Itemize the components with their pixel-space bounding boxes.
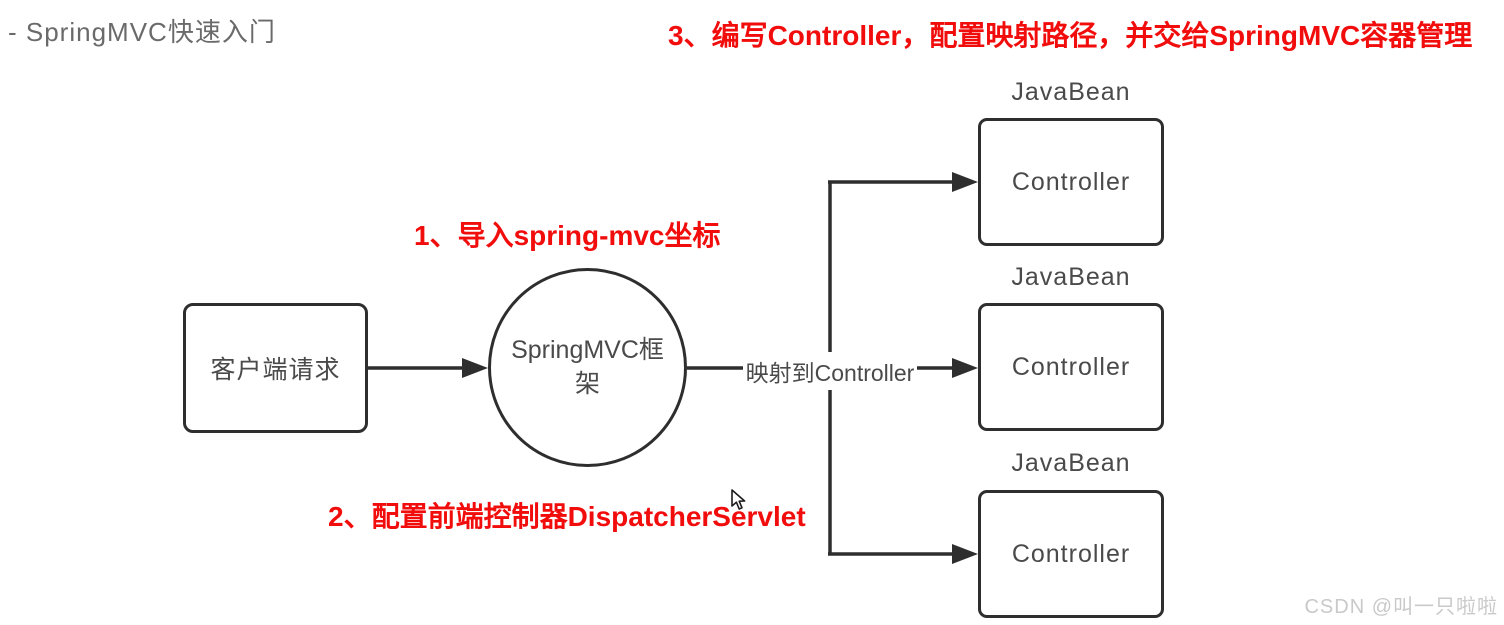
- annotation-step2: 2、配置前端控制器DispatcherServlet: [328, 501, 806, 532]
- springmvc-framework-label: SpringMVC框架: [511, 335, 664, 398]
- annotation-step1: 1、导入spring-mvc坐标: [414, 220, 721, 251]
- client-request-box: 客户端请求: [183, 303, 368, 433]
- controller-label-1: Controller: [1011, 167, 1131, 196]
- arrow-to-controller1-head: [952, 172, 978, 192]
- controller-box-2: Controller: [978, 303, 1164, 431]
- mouse-cursor-icon: [731, 489, 746, 510]
- springmvc-framework-circle: SpringMVC框架: [488, 268, 687, 467]
- mapping-label: 映射到Controller: [742, 352, 918, 390]
- controller-label-3: Controller: [1011, 539, 1131, 568]
- controller-label-2: Controller: [1011, 352, 1131, 381]
- controller-box-3: Controller: [978, 490, 1164, 618]
- javabean-label-1: JavaBean: [1011, 78, 1131, 106]
- javabean-label-2: JavaBean: [1011, 263, 1131, 291]
- mapping-label-wrap: 映射到Controller: [700, 352, 960, 390]
- javabean-label-3: JavaBean: [1011, 449, 1131, 477]
- arrow-client-to-framework-head: [462, 358, 488, 378]
- watermark: CSDN @叫一只啦啦: [1304, 596, 1498, 618]
- arrow-to-controller3-head: [952, 544, 978, 564]
- annotation-step3: 3、编写Controller，配置映射路径，并交给SpringMVC容器管理: [668, 20, 1473, 51]
- client-request-label: 客户端请求: [210, 356, 341, 384]
- page-title: - SpringMVC快速入门: [8, 17, 276, 47]
- controller-box-1: Controller: [978, 118, 1164, 246]
